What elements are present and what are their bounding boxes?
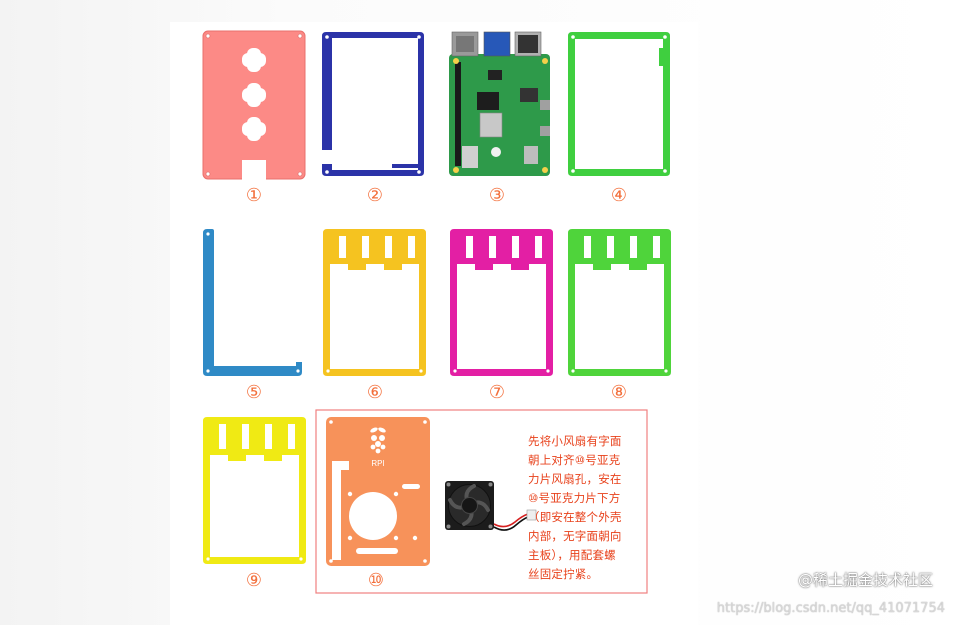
source-url: https://blog.csdn.net/qq_41071754 (716, 601, 945, 616)
note-line: 主板），用配套螺 (528, 548, 616, 562)
plus-hole (242, 117, 266, 141)
part-label-5: ⑤ (245, 382, 263, 403)
part-label-9: ⑨ (245, 570, 263, 591)
plus-hole (242, 83, 266, 107)
part-4-frame (568, 32, 670, 176)
note-line: 先将小风扇有字面 (528, 434, 622, 448)
part-9-frame (203, 417, 306, 564)
note-line: 内部，无字面朝向 (528, 529, 622, 543)
part-7-frame (450, 229, 553, 376)
part-label-10: ⑩ (367, 570, 385, 591)
note-line: 力片风扇孔，安在 (528, 472, 622, 486)
part-1-plate (202, 30, 306, 180)
fan-icon (445, 481, 537, 531)
part-10-box (315, 409, 648, 594)
part-label-1: ① (245, 185, 263, 206)
note-line: 丝固定拧紧。 (528, 567, 599, 581)
part-label-7: ⑦ (488, 382, 506, 403)
part-2-frame (322, 32, 424, 176)
part-label-4: ④ (610, 185, 628, 206)
part-label-6: ⑥ (366, 382, 384, 403)
rpi-text: RPI (371, 459, 384, 468)
part-label-3: ③ (488, 185, 506, 206)
part-label-8: ⑧ (610, 382, 628, 403)
part-5-bracket (203, 229, 302, 376)
part-label-2: ② (366, 185, 384, 206)
part-10-plate: RPI (326, 417, 430, 566)
part-3-raspberry-pi-board (449, 31, 550, 176)
part-6-frame (323, 229, 426, 376)
fan-instruction-note: 先将小风扇有字面 朝上对齐⑩号亚克 力片风扇孔，安在 ⑩号亚克力片下方 （即安在… (528, 432, 640, 584)
watermark: @稀土掘金技术社区 (797, 571, 933, 589)
note-line: 朝上对齐⑩号亚克 (528, 453, 621, 467)
part-8-frame (568, 229, 671, 376)
plus-hole (242, 48, 266, 72)
note-line: （即安在整个外壳 (528, 510, 622, 524)
note-line: ⑩号亚克力片下方 (528, 491, 621, 505)
raspberry-logo-icon (370, 427, 386, 454)
